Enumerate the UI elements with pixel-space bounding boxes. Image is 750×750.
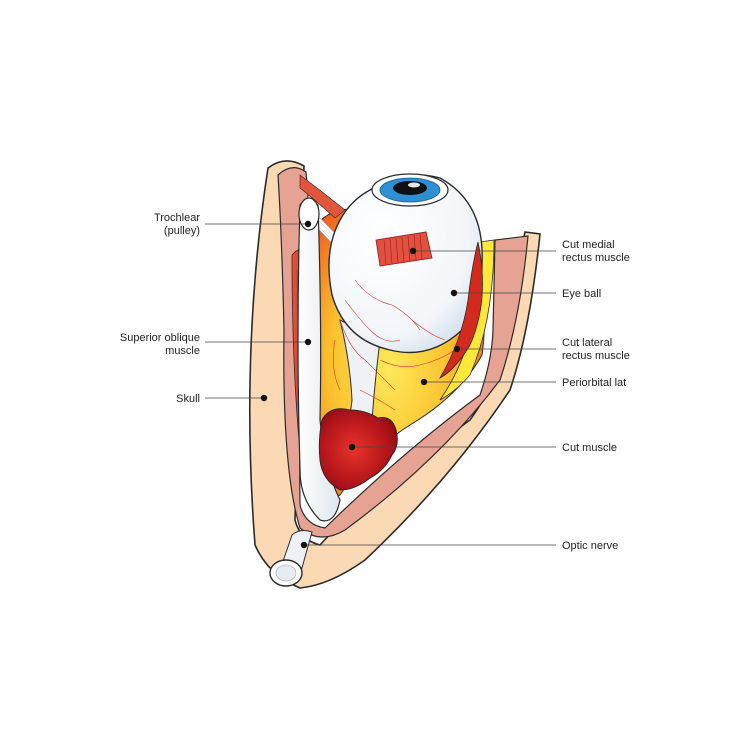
- periorbital-label: Periorbital lat: [562, 377, 626, 389]
- superior-oblique-label-line1: Superior oblique: [120, 332, 200, 344]
- optic-nerve-sheath: [297, 199, 341, 522]
- cut-medial-label-line1: Cut medial: [562, 239, 615, 251]
- upper-vessel: [299, 174, 346, 219]
- cut-medial-dot: [409, 247, 417, 255]
- skull-label: Skull: [176, 393, 200, 405]
- trochlea-pulley: [298, 197, 320, 231]
- pupil-highlight: [408, 182, 420, 188]
- cut-medial-label-line2: rectus muscle: [562, 252, 630, 264]
- eye-ball-label: Eye ball: [562, 288, 601, 300]
- cut-muscle-dot: [348, 443, 356, 451]
- superior-oblique-dot: [304, 338, 312, 346]
- optic-nerve-dot: [300, 541, 308, 549]
- blood-vessels: [333, 279, 456, 411]
- superior-oblique-label-line2: muscle: [165, 345, 200, 357]
- cut-lateral-label-line2: rectus muscle: [562, 350, 630, 362]
- cut-medial-rectus: [375, 231, 433, 267]
- cut-lateral-label-line1: Cut lateral: [562, 337, 612, 349]
- cut-lateral-rectus: [438, 241, 483, 380]
- optic-nerve-label: Optic nerve: [562, 540, 618, 552]
- eye-ball: [328, 174, 483, 354]
- trochlear-label-line1: Trochlear: [154, 212, 200, 224]
- cut-muscle-label: Cut muscle: [562, 442, 617, 454]
- optic-nerve-core: [275, 564, 297, 582]
- cut-lateral-dot: [453, 345, 461, 353]
- trochlear-dot: [304, 220, 312, 228]
- skull-dot: [260, 394, 268, 402]
- pupil: [393, 181, 427, 195]
- trochlear-label-line2: (pulley): [164, 225, 200, 237]
- eye-ball-dot: [450, 289, 458, 297]
- leaders: [205, 220, 556, 549]
- periorbital-dot: [420, 378, 428, 386]
- cut-muscle: [318, 408, 398, 491]
